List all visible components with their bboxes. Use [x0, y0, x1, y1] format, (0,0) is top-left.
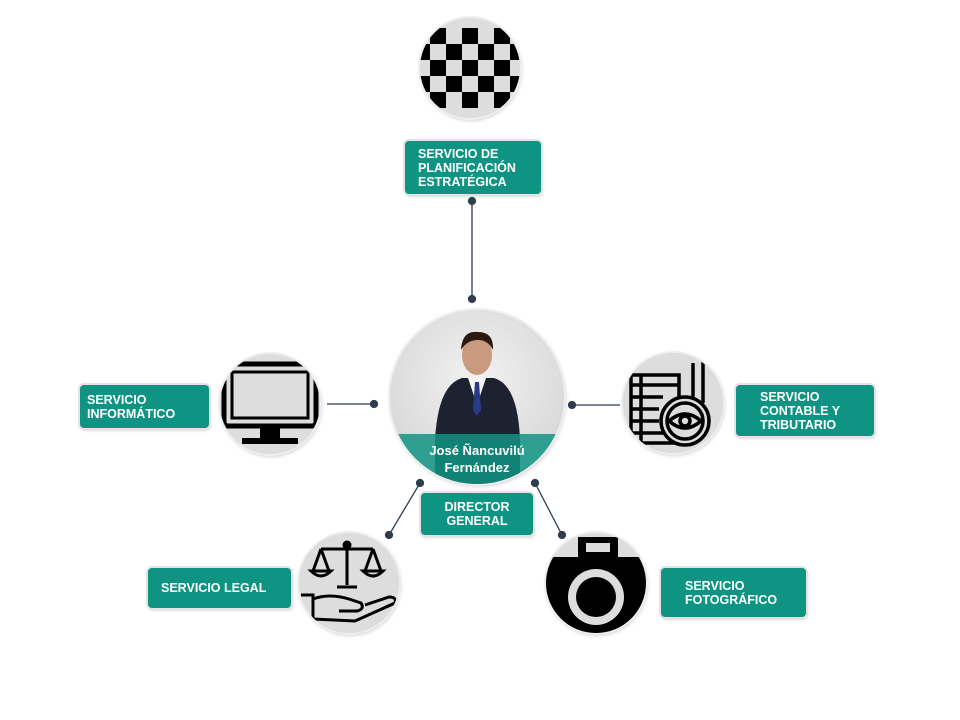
photo-service-label: SERVICIO FOTOGRÁFICO: [685, 578, 778, 607]
planning-service-box[interactable]: SERVICIO DE PLANIFICACIÓN ESTRATÉGICA: [405, 141, 541, 194]
legal-service-box[interactable]: SERVICIO LEGAL: [148, 568, 291, 608]
it-service-label: SERVICIO INFORMÁTICO: [87, 392, 176, 421]
accounting-service-box[interactable]: SERVICIO CONTABLE Y TRIBUTARIO: [736, 385, 874, 436]
director-title-label: DIRECTOR GENERAL: [444, 500, 510, 528]
it-service-box[interactable]: SERVICIO INFORMÁTICO: [80, 385, 209, 428]
accounting-service-label: SERVICIO CONTABLE Y TRIBUTARIO: [760, 389, 841, 432]
director-title-box[interactable]: DIRECTOR GENERAL: [421, 493, 533, 535]
planning-service-label: SERVICIO DE PLANIFICACIÓN ESTRATÉGICA: [418, 146, 516, 189]
connector-legal: [388, 482, 421, 536]
legal-service-label: SERVICIO LEGAL: [161, 581, 267, 595]
planning-icon: [420, 18, 520, 118]
director-photo: José Ñancuvilú Fernández: [390, 310, 564, 484]
camera-icon: [546, 533, 646, 633]
photo-service-box[interactable]: SERVICIO FOTOGRÁFICO: [661, 568, 806, 617]
connector-photo: [534, 482, 563, 536]
director-name: José Ñancuvilú Fernández: [390, 434, 564, 484]
scales-hand-icon: [299, 533, 399, 633]
computer-icon: [220, 354, 320, 454]
document-eye-icon: [623, 353, 723, 453]
